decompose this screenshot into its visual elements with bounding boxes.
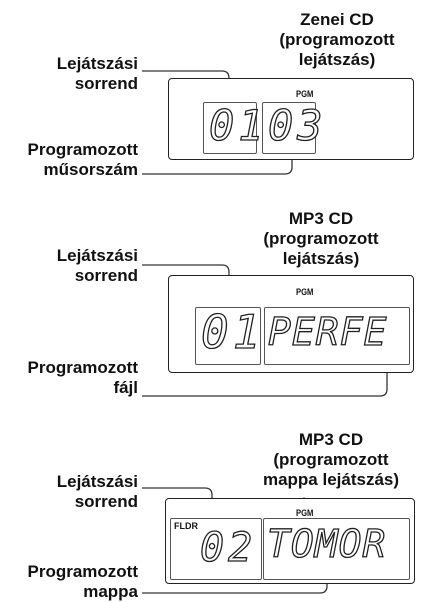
- diagram3-title: MP3 CD (programozott mappa lejátszás): [262, 430, 400, 489]
- diagram1-item-digits: 03: [267, 100, 327, 150]
- diagram3-order-display: [170, 518, 262, 580]
- diagram2-title: MP3 CD (programozott lejátszás): [263, 209, 379, 268]
- diagram3-fldr-indicator: FLDR: [174, 521, 198, 531]
- diagram2-pgm-indicator: PGM: [296, 287, 314, 297]
- diagram3-item-display: [263, 518, 410, 580]
- diagram2-lcd-panel: [168, 275, 414, 373]
- diagram3-pgm-indicator: PGM: [296, 508, 314, 518]
- diagram1-item-label: Programozott műsorszám: [27, 140, 139, 179]
- diagram2-item-label: Programozott fájl: [27, 358, 139, 397]
- diagram3-order-digits: 02: [199, 524, 257, 571]
- diagram3-item-label: Programozott mappa: [27, 562, 139, 601]
- diagram1-order-display: [203, 102, 257, 154]
- diagram3-item-text: TOMOR: [266, 521, 387, 566]
- diagram3-lcd-panel: [165, 498, 415, 584]
- diagram2-item-text: PERFE: [267, 309, 388, 354]
- diagram1-order-digits: 01: [208, 100, 268, 150]
- diagram2-item-display: [264, 307, 410, 365]
- diagram1-lcd-panel: [168, 78, 414, 160]
- diagram1-title: Zenei CD (programozott lejátszás): [279, 10, 395, 69]
- diagram2-order-label: Lejátszási sorrend: [56, 246, 138, 285]
- diagram1-order-label: Lejátszási sorrend: [56, 54, 138, 93]
- diagram1-item-display: [262, 102, 316, 154]
- diagram3-order-label: Lejátszási sorrend: [56, 472, 138, 511]
- diagram2-order-digits: 01: [200, 304, 265, 359]
- diagram2-order-display: [195, 307, 261, 365]
- diagram1-pgm-indicator: PGM: [296, 89, 314, 99]
